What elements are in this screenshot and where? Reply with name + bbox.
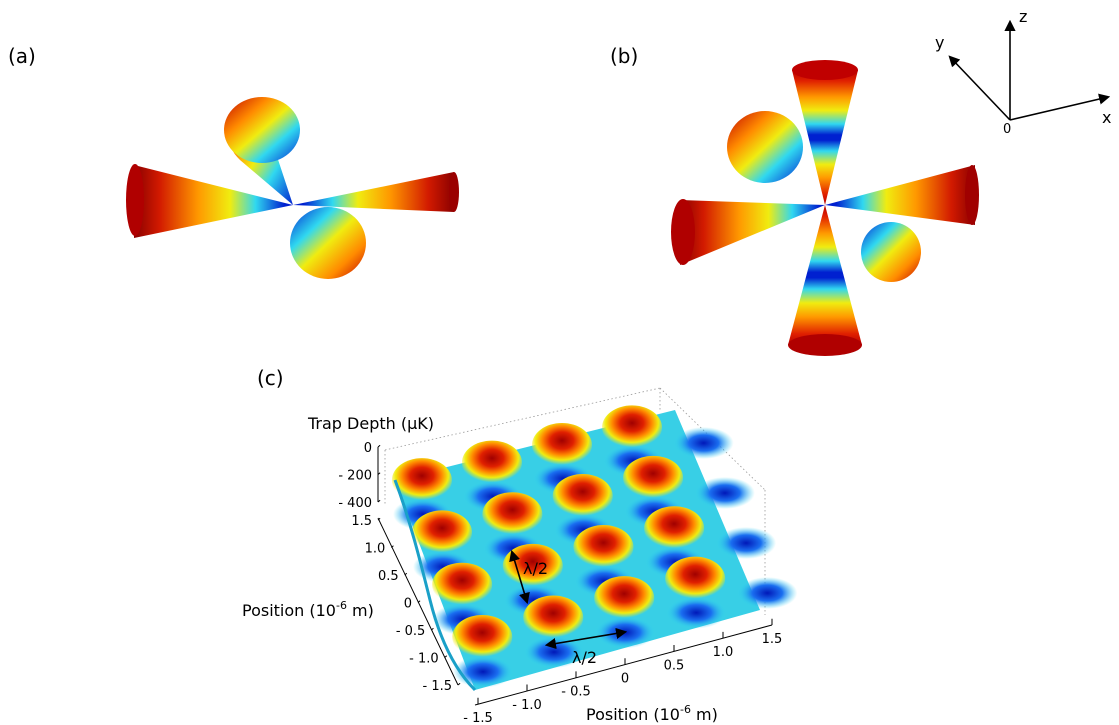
y-tick-label: - 0.5: [396, 624, 426, 639]
y-tick: [391, 545, 394, 548]
beam-lower-cap: [290, 207, 366, 279]
y-axis-label: y: [935, 33, 944, 52]
z-tick-label: - 200: [338, 469, 372, 484]
beam-right-cap-b: [965, 165, 979, 225]
beam-vertical-top-cap: [792, 60, 858, 80]
lattice-peak: [644, 506, 705, 551]
lattice-peak: [531, 422, 592, 467]
y-tick-label: - 1.0: [409, 652, 439, 667]
y-tick-label: 0.5: [378, 569, 399, 584]
lattice-front-edge: [393, 479, 477, 692]
lambda-label-1: λ/2: [523, 559, 548, 578]
lattice-peak: [461, 440, 522, 485]
lattice-well: [595, 616, 656, 649]
z-tick-label: - 400: [338, 496, 372, 511]
beam-left-cap-b: [671, 199, 695, 265]
lattice-well: [737, 577, 798, 609]
z-tick: [377, 499, 381, 503]
lattice-peak: [623, 455, 684, 500]
beam-right-cap: [449, 172, 459, 212]
y-axis-title: Position (10-6 m): [242, 599, 374, 620]
lattice-peak: [412, 510, 473, 555]
x-axis-line: [474, 624, 773, 706]
y-tick-labels: 1.5 1.0 0.5 0 - 0.5 - 1.0 - 1.5: [351, 514, 452, 694]
y-tick-label: 1.0: [365, 542, 386, 557]
x-tick-labels: - 1.5 - 1.0 - 0.5 0 0.5 1.0 1.5: [463, 632, 782, 725]
z-tick: [377, 472, 381, 475]
lattice-peak: [523, 595, 584, 640]
lattice-well: [673, 427, 734, 459]
beam-vertical-upper: [792, 70, 858, 205]
panel-label-b: (b): [610, 44, 638, 68]
beam-vertical-bottom-cap: [788, 334, 862, 356]
panel-a-beams: [126, 97, 459, 279]
lattice-peak: [665, 556, 726, 601]
x-tick-label: 0.5: [664, 658, 685, 673]
beam-y-upper-cap: [727, 111, 803, 183]
beam-y-lower-cap: [861, 222, 921, 282]
y-tick: [404, 572, 408, 576]
x-axis-label: x: [1102, 108, 1111, 127]
x-tick-label: 1.0: [713, 645, 734, 660]
y-tick-label: 1.5: [351, 514, 372, 529]
x-tick-label: - 1.5: [463, 711, 493, 725]
y-axis-arrow: [948, 55, 1011, 121]
z-tick: [377, 444, 381, 448]
x-tick-label: 1.5: [762, 632, 783, 647]
z-tick-label: 0: [364, 441, 372, 456]
lambda-arrow-1: [509, 549, 530, 605]
x-tick-label: - 0.5: [561, 685, 591, 700]
x-tick-label: - 1.0: [512, 698, 542, 713]
lattice-well: [716, 527, 777, 559]
panel-label-a: (a): [8, 44, 36, 68]
y-tick-label: 0: [404, 597, 412, 612]
lattice-well: [453, 655, 513, 688]
y-tick-label: - 1.5: [423, 679, 453, 694]
lattice-peaks: [391, 405, 726, 659]
lattice-peak: [552, 474, 613, 519]
y-tick: [431, 627, 434, 631]
lattice-peak: [482, 492, 543, 537]
lattice-peak: [391, 458, 452, 503]
lattice-peak: [452, 614, 513, 659]
z-axis-title: Trap Depth (μK): [307, 414, 434, 433]
y-tick: [457, 682, 461, 686]
beam-upper-cap: [224, 97, 300, 163]
y-tick: [417, 600, 421, 603]
lattice-peak: [573, 525, 634, 570]
x-axis-arrow: [1009, 93, 1111, 121]
lattice-plot: λ/2 λ/2: [384, 387, 798, 692]
axes-indicator: z x y 0: [935, 7, 1111, 137]
y-tick: [377, 517, 381, 521]
tick-marks: [377, 444, 773, 704]
lattice-well: [666, 596, 727, 629]
beam-vertical-lower: [788, 205, 862, 345]
lambda-arrow-2: [544, 627, 628, 650]
lambda-label-2: λ/2: [572, 648, 597, 667]
panel-b-beams: [671, 60, 979, 356]
origin-label: 0: [1003, 122, 1011, 137]
x-axis-title: Position (10-6 m): [586, 703, 718, 724]
lattice-peak: [602, 405, 663, 450]
beam-horizontal: [134, 165, 454, 238]
lattice-well: [694, 477, 755, 509]
beam-left-cap: [126, 164, 144, 236]
y-tick: [444, 655, 448, 658]
lattice-peak: [432, 562, 493, 607]
x-tick-label: 0: [621, 672, 629, 687]
lattice-peak: [594, 576, 655, 621]
beam-horizontal-b: [680, 165, 975, 265]
z-axis-label: z: [1019, 7, 1027, 26]
z-tick-labels: 0 - 200 - 400: [338, 441, 372, 511]
panel-label-c: (c): [257, 366, 284, 390]
